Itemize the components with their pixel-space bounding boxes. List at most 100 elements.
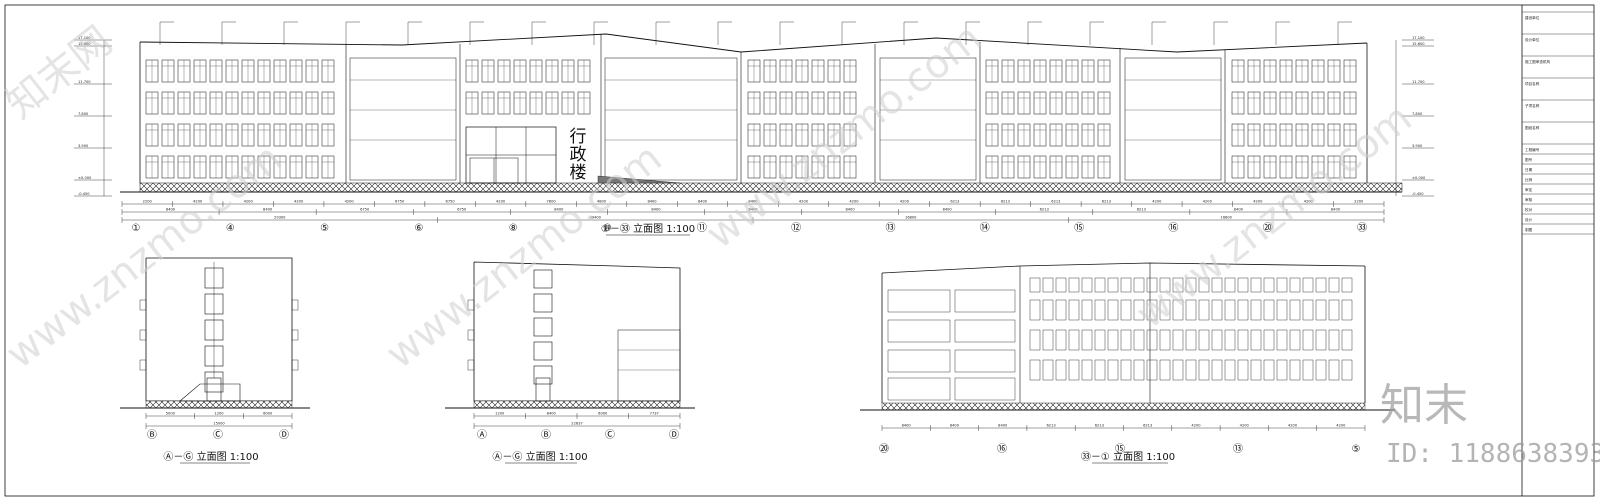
level-mark-right: 11.700 [1412, 80, 1425, 84]
rear-window [1328, 329, 1340, 351]
stair-window [533, 293, 553, 313]
rear-window [1289, 359, 1301, 381]
rear-grid-label: ⑤ [1352, 444, 1361, 455]
rear-window [1042, 329, 1054, 351]
rear-grid-label: ⑯ [997, 443, 1007, 455]
rear-window [1068, 277, 1080, 293]
rear-window [1133, 299, 1145, 321]
rear-window [1146, 299, 1158, 321]
rear-window [1289, 277, 1301, 293]
rear-window [1029, 329, 1041, 351]
rear-window [1276, 299, 1288, 321]
rear-window [1185, 329, 1197, 351]
side2-grid-label: Ⓑ [541, 429, 551, 441]
rear-window [1250, 277, 1262, 293]
rear-window [1237, 359, 1249, 381]
rear-window [1172, 299, 1184, 321]
rear-window [1120, 329, 1132, 351]
dim-top: 4200 [1203, 200, 1213, 204]
dim-top: 4200 [244, 200, 254, 204]
rear-panel [954, 377, 1016, 401]
rear-window [1263, 359, 1275, 381]
side1-grid-label: Ⓓ [279, 429, 289, 441]
dim-mid: 8400 [943, 208, 953, 212]
rear-window [1081, 299, 1093, 321]
dim-top: 6750 [395, 200, 405, 204]
level-mark-right: -0.450 [1412, 192, 1424, 196]
rear-window [1107, 299, 1119, 321]
side1-dim: 5000 [166, 412, 176, 416]
rear-window [1328, 277, 1340, 293]
dim-mid: 8400 [1331, 208, 1341, 212]
watermark-logo: 知末 [1380, 380, 1468, 431]
rear-window [1185, 299, 1197, 321]
title-block-label: 子项名称 [1525, 103, 1540, 108]
rear-window [1315, 359, 1327, 381]
side2-grid-label: Ⓓ [669, 429, 679, 441]
rear-grid-label: ⑳ [879, 443, 889, 455]
curtain-wall [1124, 57, 1222, 181]
dim-mid: 8400 [1234, 208, 1244, 212]
rear-window [1133, 359, 1145, 381]
rear-window [1081, 359, 1093, 381]
rear-window [1055, 329, 1067, 351]
rear-panel [887, 289, 951, 313]
rear-window [1237, 277, 1249, 293]
title-block-label: 建设单位 [1525, 15, 1540, 20]
title-block: 建设单位设计单位施工图审查机构项目名称子项名称图纸名称工程编号图号日期比例审定审… [1522, 11, 1594, 235]
side1-dim: 1200 [214, 412, 224, 416]
rear-window [1055, 359, 1067, 381]
dim-top: 6213 [1051, 200, 1060, 204]
rear-window [1250, 359, 1262, 381]
grid-label: ⑫ [791, 222, 801, 234]
grid-label: ① [132, 223, 141, 234]
side1-dim-total: 15000 [213, 422, 225, 426]
title-block-label: 设计单位 [1525, 37, 1540, 42]
grid-label: ⑥ [414, 223, 423, 234]
title-block-label: 制图 [1525, 227, 1533, 232]
rear-window [1328, 299, 1340, 321]
side-elevation-2-caption: Ⓐ－Ⓖ 立面图 1:100 [492, 450, 587, 463]
rear-window [1094, 277, 1106, 293]
level-mark-left: 11.700 [78, 80, 91, 84]
title-block-label: 项目名称 [1525, 81, 1540, 86]
rear-window [1341, 329, 1353, 351]
grid-label: ⑯ [1168, 222, 1178, 234]
rear-dim: 6213 [1143, 424, 1152, 428]
dim-mid: 8400 [166, 208, 176, 212]
rear-panel [954, 319, 1016, 343]
rear-panel [887, 349, 951, 373]
rear-window [1341, 359, 1353, 381]
rear-window [1094, 299, 1106, 321]
rear-window [1094, 359, 1106, 381]
rear-window [1276, 329, 1288, 351]
rear-window [1172, 359, 1184, 381]
side1-dim: 6000 [263, 412, 273, 416]
rear-window [1315, 277, 1327, 293]
grid-label: ⑩ [603, 223, 612, 234]
rear-window [1302, 277, 1314, 293]
rear-window [1120, 359, 1132, 381]
dim-top: 8400 [647, 200, 657, 204]
rear-window [1055, 277, 1067, 293]
dim-total: 16800 [1221, 216, 1233, 220]
dim-top: 2200 [143, 200, 153, 204]
dim-top: 4800 [597, 200, 607, 204]
dim-total: 29300 [274, 216, 286, 220]
rear-window [1198, 329, 1210, 351]
rear-window [1146, 329, 1158, 351]
rear-window [1185, 359, 1197, 381]
rear-window [1146, 277, 1158, 293]
rear-panel [954, 289, 1016, 313]
curtain-wall [879, 57, 977, 181]
rear-window [1068, 329, 1080, 351]
side-elevation-1-caption: Ⓐ－Ⓖ 立面图 1:100 [163, 450, 258, 463]
rear-dim: 8400 [902, 424, 912, 428]
rear-window [1302, 359, 1314, 381]
rear-window [1029, 277, 1041, 293]
dim-top: 6750 [446, 200, 456, 204]
rear-dim: 8400 [950, 424, 960, 428]
rear-panel [954, 349, 1016, 373]
